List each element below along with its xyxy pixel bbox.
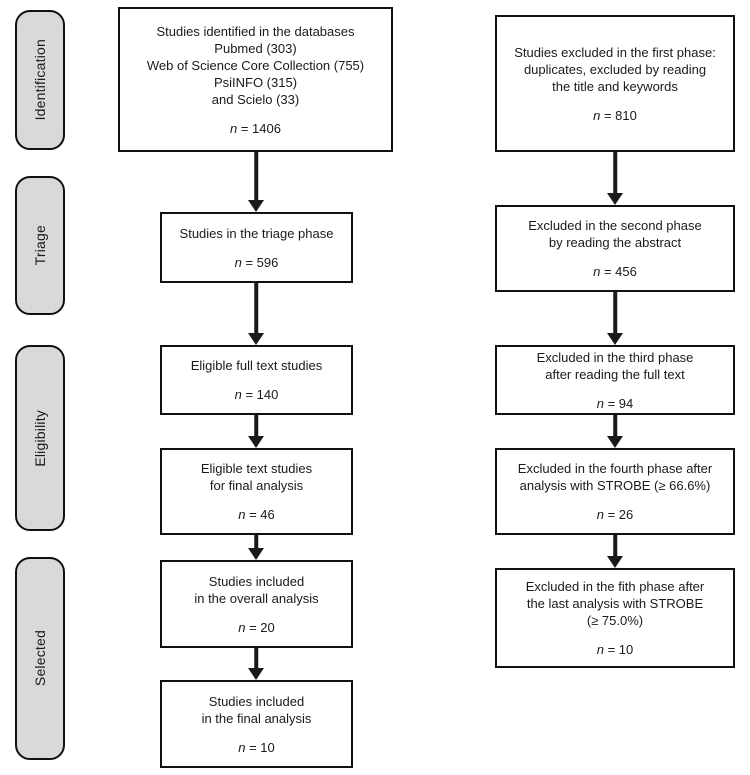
box-eligible-full-text: Eligible full text studies n = 140 — [160, 345, 353, 415]
stage-label: Triage — [32, 225, 48, 266]
box-excluded-third-phase: Excluded in the third phase after readin… — [495, 345, 735, 415]
n-symbol: n — [596, 642, 604, 657]
box-identified-studies: Studies identified in the databases Pubm… — [118, 7, 393, 152]
box-text: Studies excluded in the first phase: dup… — [514, 44, 716, 94]
down-arrow — [248, 535, 264, 560]
down-arrow — [248, 415, 264, 448]
n-value: = 10 — [603, 642, 634, 657]
box-count: n = 26 — [597, 506, 634, 523]
down-arrow — [248, 648, 264, 680]
n-symbol: n — [238, 619, 246, 635]
box-count: n = 1406 — [230, 120, 281, 137]
box-text: Excluded in the fith phase after the las… — [525, 579, 705, 628]
box-excluded-first-phase: Studies excluded in the first phase: dup… — [495, 15, 735, 152]
stage-label: Selected — [32, 630, 48, 687]
down-arrow — [248, 283, 264, 345]
box-text: Studies included in the final analysis — [201, 693, 312, 726]
arrow-shaft — [613, 415, 617, 438]
arrow-head-icon — [248, 668, 264, 680]
arrow-shaft — [254, 648, 258, 670]
box-included-overall: Studies included in the overall analysis… — [160, 560, 353, 648]
box-count: n = 10 — [597, 641, 634, 658]
down-arrow — [248, 152, 264, 212]
n-symbol: n — [596, 507, 604, 522]
box-excluded-second-phase: Excluded in the second phase by reading … — [495, 205, 735, 292]
n-symbol: n — [593, 264, 601, 279]
n-value: = 140 — [241, 387, 279, 402]
n-symbol: n — [234, 254, 242, 270]
n-value: = 456 — [600, 264, 637, 279]
arrow-head-icon — [248, 436, 264, 448]
n-value: = 26 — [603, 507, 634, 522]
stage-identification: Identification — [15, 10, 65, 150]
box-count: n = 94 — [597, 395, 634, 412]
box-text: Studies identified in the databases Pubm… — [146, 23, 365, 107]
stage-eligibility: Eligibility — [15, 345, 65, 531]
down-arrow — [607, 152, 623, 205]
box-text: Eligible full text studies — [190, 358, 323, 373]
n-symbol: n — [238, 739, 246, 755]
n-value: = 596 — [241, 254, 279, 270]
box-excluded-fourth-phase: Excluded in the fourth phase after analy… — [495, 448, 735, 535]
arrow-shaft — [254, 152, 258, 202]
n-value: = 20 — [245, 619, 275, 635]
box-text: Studies included in the overall analysis — [194, 573, 319, 606]
n-symbol: n — [596, 395, 604, 411]
box-included-final: Studies included in the final analysis n… — [160, 680, 353, 768]
stage-label: Identification — [32, 39, 48, 121]
box-text: Eligible text studies for final analysis — [200, 461, 313, 493]
arrow-head-icon — [607, 436, 623, 448]
box-count: n = 10 — [238, 739, 275, 756]
n-symbol: n — [593, 107, 601, 123]
n-symbol: n — [230, 120, 238, 136]
arrow-shaft — [254, 283, 258, 335]
n-symbol: n — [234, 387, 242, 402]
box-count: n = 456 — [593, 263, 637, 280]
box-count: n = 596 — [235, 254, 279, 271]
n-value: = 94 — [603, 395, 634, 411]
box-text: Studies in the triage phase — [179, 225, 334, 241]
arrow-head-icon — [248, 548, 264, 560]
arrow-shaft — [613, 152, 617, 195]
box-text: Excluded in the third phase after readin… — [536, 349, 694, 382]
arrow-shaft — [254, 415, 258, 438]
n-value: = 1406 — [237, 120, 281, 136]
box-count: n = 46 — [238, 506, 275, 523]
arrow-head-icon — [607, 333, 623, 345]
arrow-shaft — [613, 535, 617, 558]
stage-triage: Triage — [15, 176, 65, 315]
n-value: = 810 — [600, 107, 637, 123]
box-triage-phase: Studies in the triage phase n = 596 — [160, 212, 353, 283]
box-count: n = 20 — [238, 619, 275, 636]
down-arrow — [607, 535, 623, 568]
box-text: Excluded in the second phase by reading … — [528, 218, 702, 250]
stage-label: Eligibility — [32, 409, 48, 467]
down-arrow — [607, 292, 623, 345]
arrow-head-icon — [248, 200, 264, 212]
box-text: Excluded in the fourth phase after analy… — [517, 461, 713, 493]
n-value: = 10 — [245, 739, 275, 755]
n-symbol: n — [238, 507, 246, 522]
box-eligible-final-analysis: Eligible text studies for final analysis… — [160, 448, 353, 535]
arrow-head-icon — [607, 556, 623, 568]
arrow-head-icon — [248, 333, 264, 345]
n-value: = 46 — [245, 507, 275, 522]
box-count: n = 140 — [235, 386, 279, 403]
box-excluded-fifth-phase: Excluded in the fith phase after the las… — [495, 568, 735, 668]
stage-selected: Selected — [15, 557, 65, 760]
arrow-shaft — [254, 535, 258, 550]
down-arrow — [607, 415, 623, 448]
box-count: n = 810 — [593, 107, 637, 124]
arrow-head-icon — [607, 193, 623, 205]
arrow-shaft — [613, 292, 617, 335]
